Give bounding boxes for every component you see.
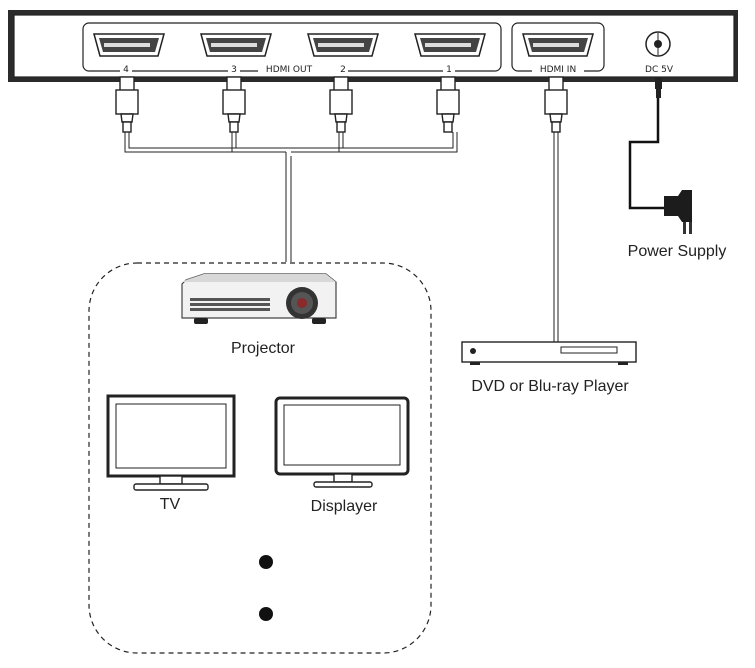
hdmi-plug-2 <box>329 76 353 133</box>
projector-icon <box>181 273 337 324</box>
hdmi-out-cables <box>115 76 460 133</box>
display-devices-group <box>88 262 432 654</box>
hdmi-out-port-1 <box>414 33 486 57</box>
dvd-player-icon <box>461 341 637 365</box>
hdmi-splitter: 4 3 HDMI OUT 2 1 HDMI IN DC 5V <box>8 10 738 82</box>
out-port-number-4: 4 <box>123 65 129 75</box>
tv-label: TV <box>160 496 181 513</box>
hdmi-in-cable-line <box>553 132 559 342</box>
projector-label: Projector <box>231 340 296 357</box>
hdmi-out-label: HDMI OUT <box>266 65 313 75</box>
hdmi-in-port <box>522 33 594 57</box>
displayer-label: Displayer <box>311 498 378 515</box>
hdmi-plug-1 <box>436 76 460 133</box>
power-cable <box>628 77 668 210</box>
hdmi-out-port-3 <box>200 33 272 57</box>
hdmi-in-cable <box>544 76 568 133</box>
dvd-player-label: DVD or Blu-ray Player <box>471 378 629 395</box>
more-devices-dot-2 <box>259 607 273 621</box>
displayer-icon <box>274 396 410 488</box>
out-port-number-2: 2 <box>340 65 346 75</box>
power-adapter-icon <box>664 190 692 234</box>
hdmi-out-port-4 <box>93 33 165 57</box>
tv-icon <box>106 394 236 491</box>
hdmi-out-cable-lines <box>124 132 458 262</box>
more-devices-dot-1 <box>259 555 273 569</box>
dc-5v-label: DC 5V <box>645 65 674 75</box>
hdmi-out-port-2 <box>307 33 379 57</box>
hdmi-plug-4 <box>115 76 139 133</box>
power-supply-label: Power Supply <box>628 243 727 260</box>
out-port-number-1: 1 <box>446 65 452 75</box>
hdmi-in-label: HDMI IN <box>540 65 576 75</box>
dc-power-jack-icon <box>645 31 671 57</box>
hdmi-plug-3 <box>222 76 246 133</box>
out-port-number-3: 3 <box>231 65 237 75</box>
